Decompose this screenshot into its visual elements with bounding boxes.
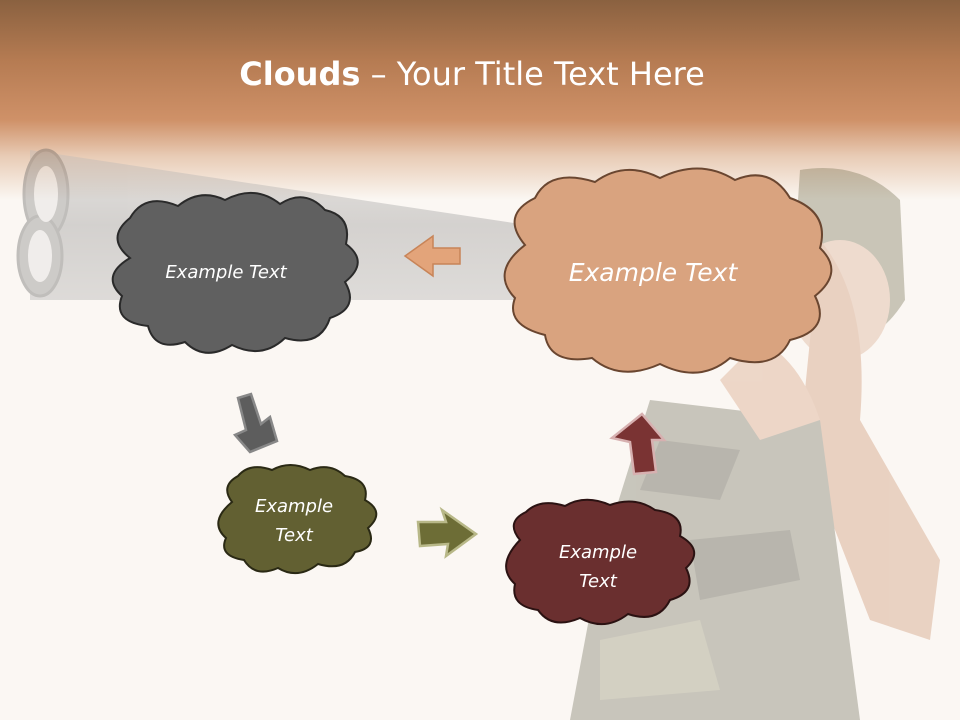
title-rest: Your Title Text Here bbox=[396, 55, 705, 93]
cloud-olive-shape bbox=[217, 464, 378, 575]
cloud-maroon-shape bbox=[505, 498, 696, 625]
cloud-maroon-label-line1: Example bbox=[558, 542, 638, 563]
cloud-orange-label[interactable]: Example Text bbox=[568, 258, 738, 287]
cloud-olive-label-line1: Example bbox=[254, 496, 334, 517]
cloud-gray-shape bbox=[111, 192, 359, 354]
slide-title[interactable]: Clouds – Your Title Text Here bbox=[0, 55, 944, 93]
cloud-maroon-label[interactable]: Example Text bbox=[528, 538, 668, 596]
arrow-left-icon bbox=[403, 234, 461, 278]
background-photo bbox=[16, 148, 940, 720]
arrow-down-icon bbox=[232, 392, 279, 454]
title-bold: Clouds bbox=[239, 55, 361, 93]
arrow-right-icon bbox=[416, 506, 479, 559]
cloud-orange-shape bbox=[503, 167, 833, 374]
arrow-up-icon bbox=[609, 412, 667, 476]
title-dash: – bbox=[360, 55, 397, 93]
cloud-gray-label[interactable]: Example Text bbox=[165, 262, 287, 283]
cloud-olive-label[interactable]: Example Text bbox=[228, 492, 360, 550]
header-band bbox=[0, 0, 960, 200]
cloud-olive-label-line2: Text bbox=[275, 525, 313, 546]
cloud-maroon-label-line2: Text bbox=[579, 571, 617, 592]
